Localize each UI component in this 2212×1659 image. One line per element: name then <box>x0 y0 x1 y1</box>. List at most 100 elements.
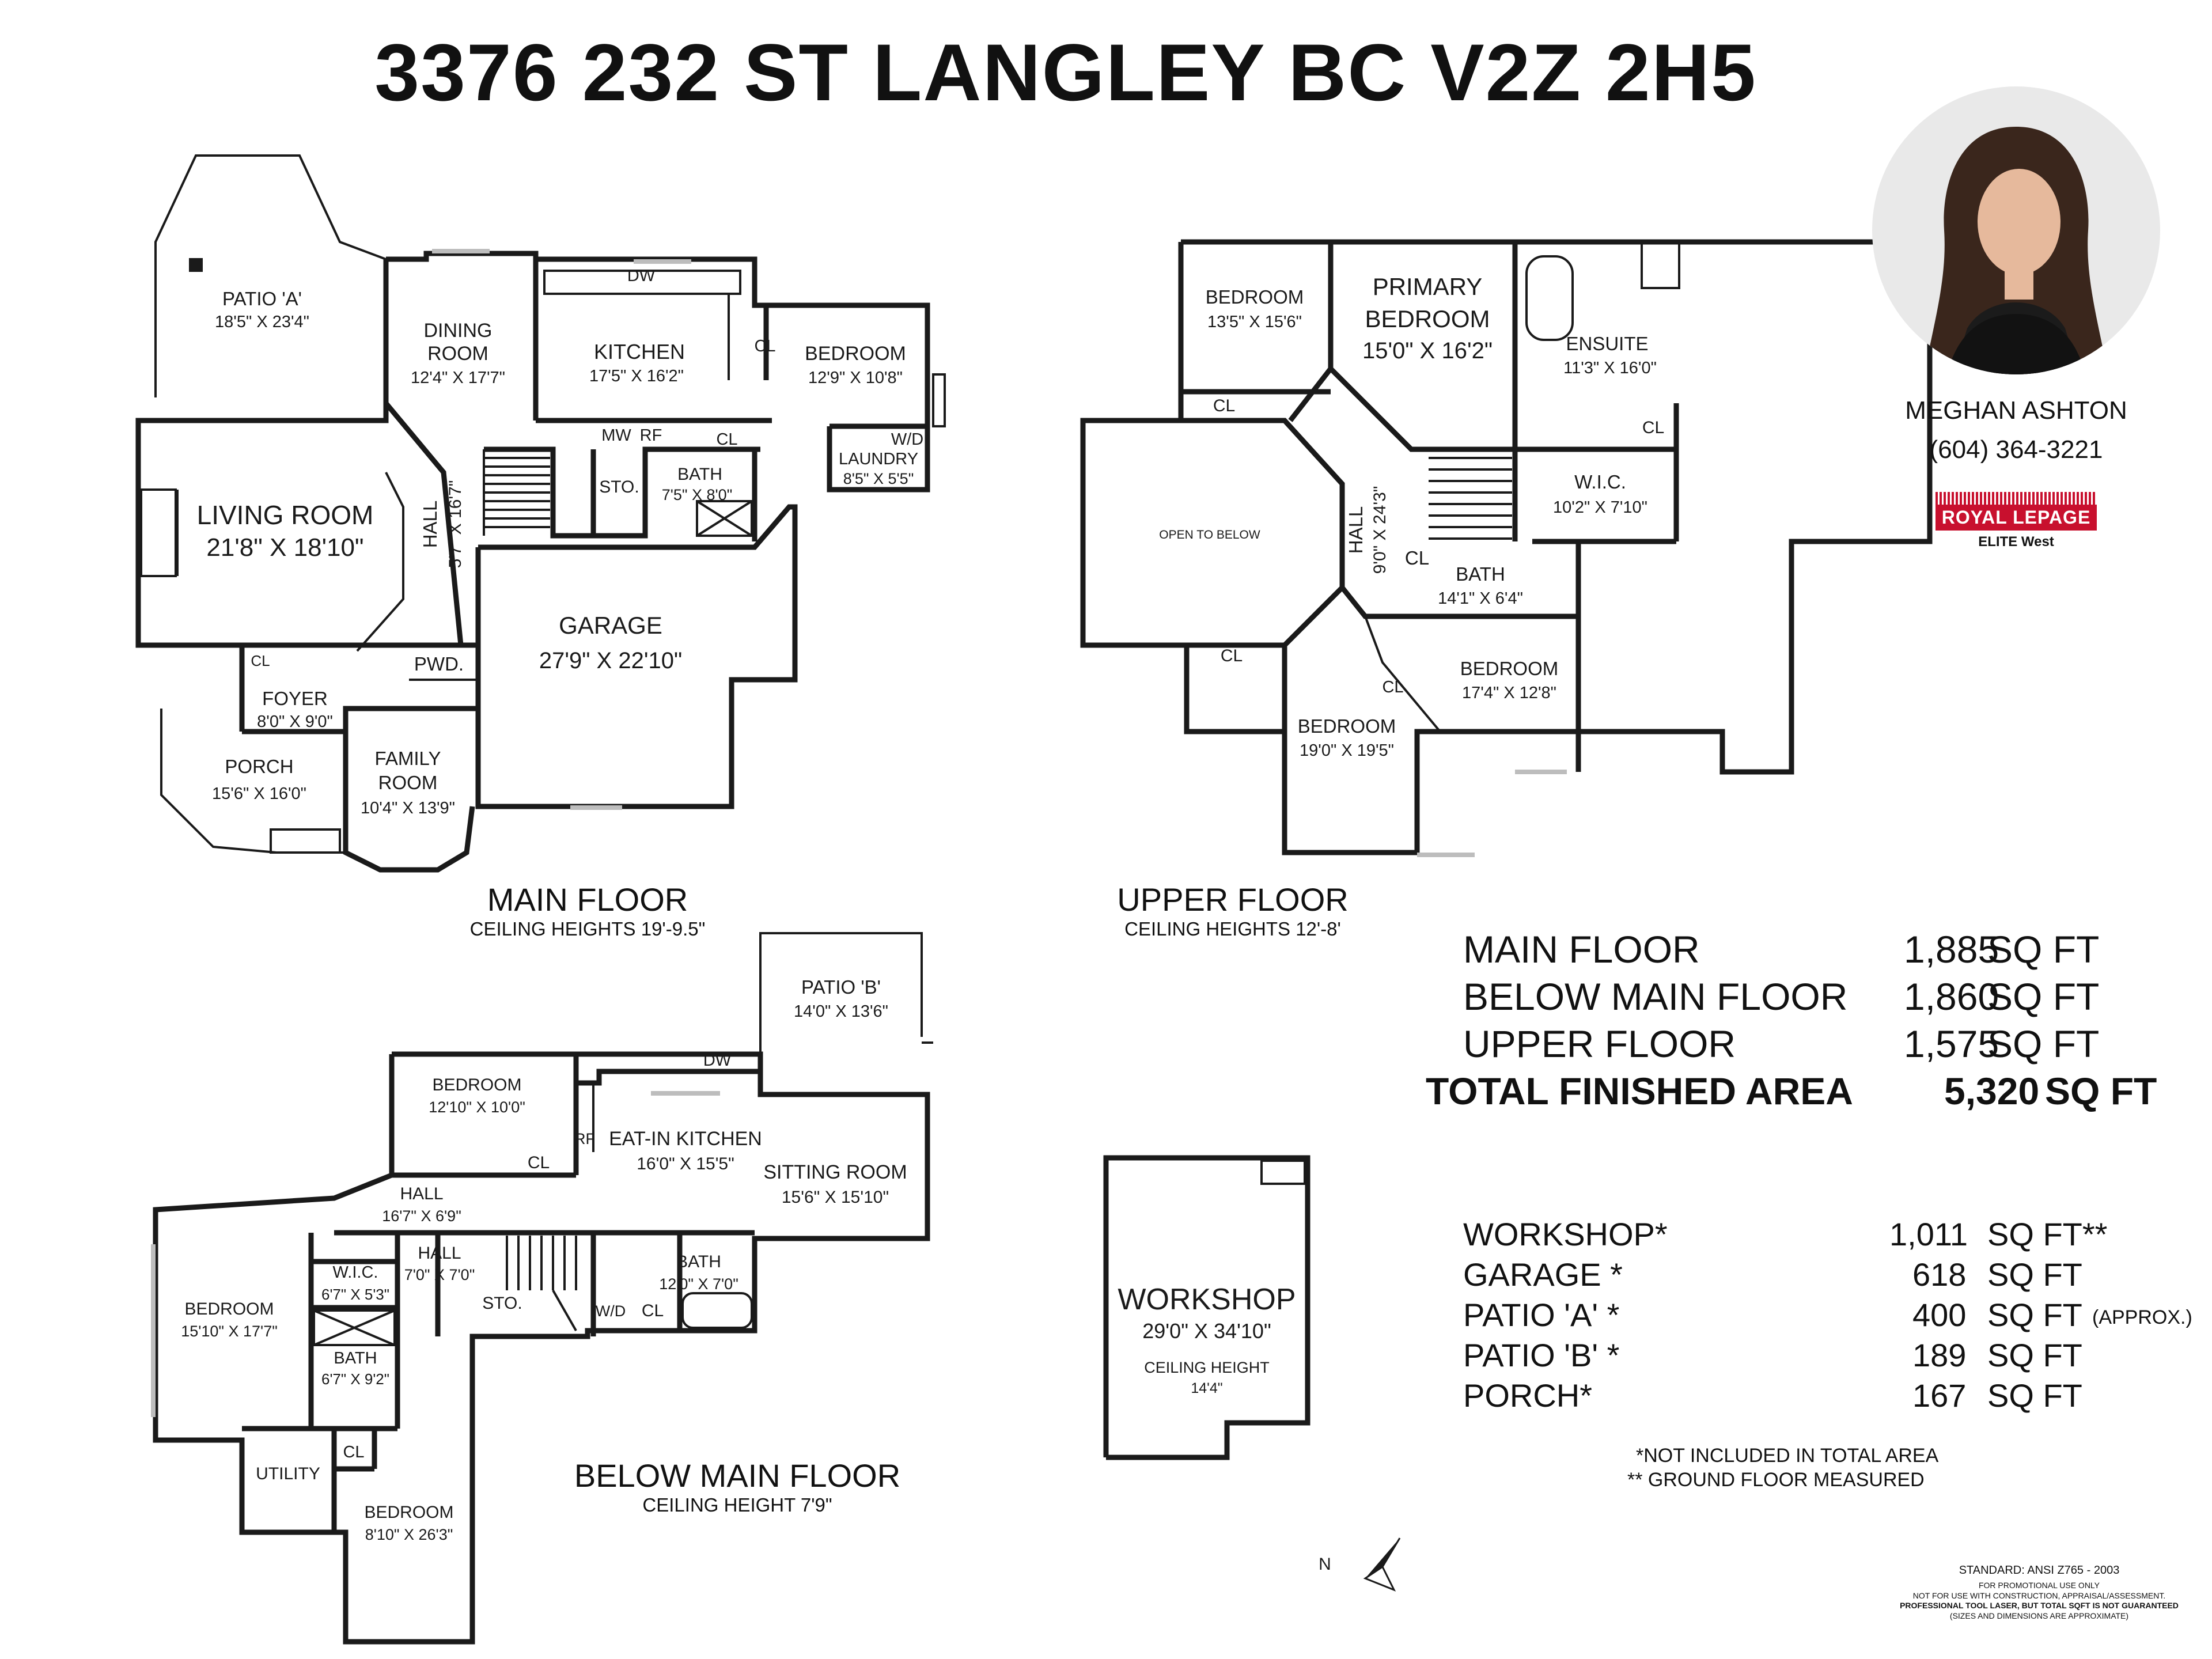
north-arrow-icon: N <box>1319 1537 1401 1592</box>
below-main-floor-caption: BELOW MAIN FLOOR CEILING HEIGHT 7'9" <box>574 1457 901 1516</box>
upper-floor-plan: BEDROOM 13'5" X 15'6" PRIMARY BEDROOM 15… <box>1080 239 1933 857</box>
svg-text:CL: CL <box>1221 646 1243 665</box>
porch-label: PORCH <box>225 756 293 777</box>
agent-phone: (604) 364-3221 <box>1929 435 2103 464</box>
hall-main-label: HALL <box>419 501 441 548</box>
other-area-garage: GARAGE * <box>1463 1256 1623 1293</box>
sto-b-label: STO. <box>482 1294 522 1313</box>
svg-text:CL: CL <box>343 1443 364 1461</box>
svg-text:7'5" X 8'0": 7'5" X 8'0" <box>662 486 733 503</box>
bedroom-b2-label: BEDROOM <box>184 1300 274 1319</box>
svg-text:17'4" X 12'8": 17'4" X 12'8" <box>1462 684 1556 702</box>
upper-floor-labels: BEDROOM 13'5" X 15'6" PRIMARY BEDROOM 15… <box>1159 273 1664 760</box>
svg-text:21'8" X 18'10": 21'8" X 18'10" <box>206 533 363 562</box>
ensuite-tub <box>1525 255 1574 341</box>
svg-text:CL: CL <box>716 430 737 449</box>
fireplace <box>140 488 177 577</box>
svg-text:8'0" X 9'0": 8'0" X 9'0" <box>257 713 333 731</box>
patio-b-label: PATIO 'B' <box>801 976 881 998</box>
svg-text:6'7" X 5'3": 6'7" X 5'3" <box>321 1286 389 1303</box>
pwd-label: PWD. <box>414 653 464 675</box>
bedroom-up3-label: BEDROOM <box>1298 715 1396 737</box>
dining-room-label: DINING <box>424 320 493 342</box>
svg-text:CL: CL <box>754 337 775 355</box>
utility-label: UTILITY <box>256 1464 320 1483</box>
svg-text:DW: DW <box>627 267 656 285</box>
patio-a-label: PATIO 'A' <box>222 288 302 309</box>
standard-disclaimer: STANDARD: ANSI Z765 - 2003 FOR PROMOTION… <box>1900 1564 2179 1620</box>
area-row-total: TOTAL FINISHED AREA <box>1426 1070 1853 1112</box>
living-room-walls <box>135 396 464 648</box>
brokerage-logo: ROYAL LEPAGE ELITE West <box>1936 492 2097 550</box>
other-area-workshop: WORKSHOP* <box>1463 1216 1668 1252</box>
svg-text:17'5" X 16'2": 17'5" X 16'2" <box>589 367 684 385</box>
area-row-upper: UPPER FLOOR <box>1463 1022 1736 1065</box>
svg-text:CL: CL <box>528 1153 550 1172</box>
svg-text:CL: CL <box>1405 547 1429 569</box>
svg-text:ROOM: ROOM <box>378 772 438 793</box>
hall-up-label: HALL <box>1345 506 1366 554</box>
living-room-label: LIVING ROOM <box>197 500 374 530</box>
ensuite-label: ENSUITE <box>1566 333 1648 354</box>
svg-text:12'4" X 17'7": 12'4" X 17'7" <box>411 369 505 387</box>
foyer-label: FOYER <box>262 688 328 709</box>
svg-text:10'2" X 7'10": 10'2" X 7'10" <box>1553 498 1647 517</box>
svg-text:15'0" X 16'2": 15'0" X 16'2" <box>1362 338 1493 363</box>
svg-text:MW: MW <box>601 426 631 445</box>
svg-text:12'10" X 10'0": 12'10" X 10'0" <box>429 1099 525 1116</box>
svg-text:W/D: W/D <box>596 1302 626 1320</box>
kitchen-counter <box>543 270 741 295</box>
main-floor-labels: PATIO 'A' 18'5" X 23'4" DINING ROOM 12'4… <box>197 267 924 817</box>
svg-text:14'4": 14'4" <box>1191 1380 1222 1396</box>
svg-text:12'0" X 7'0": 12'0" X 7'0" <box>659 1275 738 1293</box>
sto-main-label: STO. <box>599 478 639 497</box>
svg-text:ROOM: ROOM <box>427 343 488 365</box>
svg-text:RF: RF <box>640 426 662 445</box>
svg-text:19'0" X 19'5": 19'0" X 19'5" <box>1300 741 1394 760</box>
svg-text:14'0" X 13'6": 14'0" X 13'6" <box>794 1002 888 1021</box>
hall-b2-label: HALL <box>418 1244 461 1263</box>
eat-in-kitchen-label: EAT-IN KITCHEN <box>609 1128 762 1150</box>
svg-text:16'0" X 15'5": 16'0" X 15'5" <box>637 1154 734 1173</box>
svg-text:8'5" X 5'5": 8'5" X 5'5" <box>843 470 914 487</box>
svg-text:CL: CL <box>642 1301 664 1320</box>
agent-name: MEGHAN ASHTON <box>1905 396 2127 425</box>
svg-text:29'0" X 34'10": 29'0" X 34'10" <box>1142 1319 1271 1343</box>
svg-text:CL: CL <box>251 652 270 669</box>
svg-text:11'3" X 16'0": 11'3" X 16'0" <box>1563 359 1657 377</box>
svg-text:CL: CL <box>1382 678 1403 696</box>
svg-text:CL: CL <box>1642 418 1664 437</box>
patio-a-outline <box>154 154 387 397</box>
wic-b-label: W.I.C. <box>333 1263 378 1282</box>
upper-stairs <box>1429 457 1512 540</box>
svg-text:15'6" X 16'0": 15'6" X 16'0" <box>212 785 306 803</box>
svg-text:7'0" X 7'0": 7'0" X 7'0" <box>404 1266 475 1283</box>
main-stairs <box>484 457 550 528</box>
kitchen-label: KITCHEN <box>594 340 685 363</box>
agent-card: MEGHAN ASHTON (604) 364-3221 ROYAL LEPAG… <box>1872 86 2160 550</box>
svg-text:DW: DW <box>703 1051 732 1070</box>
note-ground-floor: ** GROUND FLOOR MEASURED <box>1627 1469 1925 1491</box>
bath-main-label: BATH <box>677 465 722 484</box>
svg-text:6'7" X 9'2": 6'7" X 9'2" <box>321 1370 389 1388</box>
patio-post <box>189 258 203 272</box>
bedroom-up2-label: BEDROOM <box>1460 658 1559 679</box>
main-floor-plan: PATIO 'A' 18'5" X 23'4" DINING ROOM 12'4… <box>135 154 946 873</box>
other-area-porch: PORCH* <box>1463 1377 1593 1414</box>
bedroom-b3-label: BEDROOM <box>364 1503 453 1522</box>
brokerage-name: ROYAL LEPAGE <box>1936 505 2097 531</box>
svg-text:CEILING HEIGHT: CEILING HEIGHT <box>1144 1359 1270 1376</box>
open-to-below-label: OPEN TO BELOW <box>1159 528 1260 541</box>
workshop-label: WORKSHOP <box>1118 1283 1296 1316</box>
agent-photo <box>1872 86 2160 374</box>
workshop-plan: WORKSHOP 29'0" X 34'10" CEILING HEIGHT 1… <box>1103 1155 1310 1460</box>
below-floor-labels: PATIO 'B' 14'0" X 13'6" BEDROOM 12'10" X… <box>181 976 907 1543</box>
wic-up-label: W.I.C. <box>1574 471 1626 493</box>
svg-text:10'4" X 13'9": 10'4" X 13'9" <box>361 799 455 817</box>
svg-text:15'10" X 17'7": 15'10" X 17'7" <box>181 1323 278 1340</box>
bedroom-main-label: BEDROOM <box>805 343 906 365</box>
area-row-main: MAIN FLOOR <box>1463 928 1700 971</box>
bath-up-label: BATH <box>1456 563 1505 585</box>
svg-text:13'5" X 15'6": 13'5" X 15'6" <box>1207 313 1302 331</box>
svg-text:5'7" X 16'7": 5'7" X 16'7" <box>446 480 465 569</box>
